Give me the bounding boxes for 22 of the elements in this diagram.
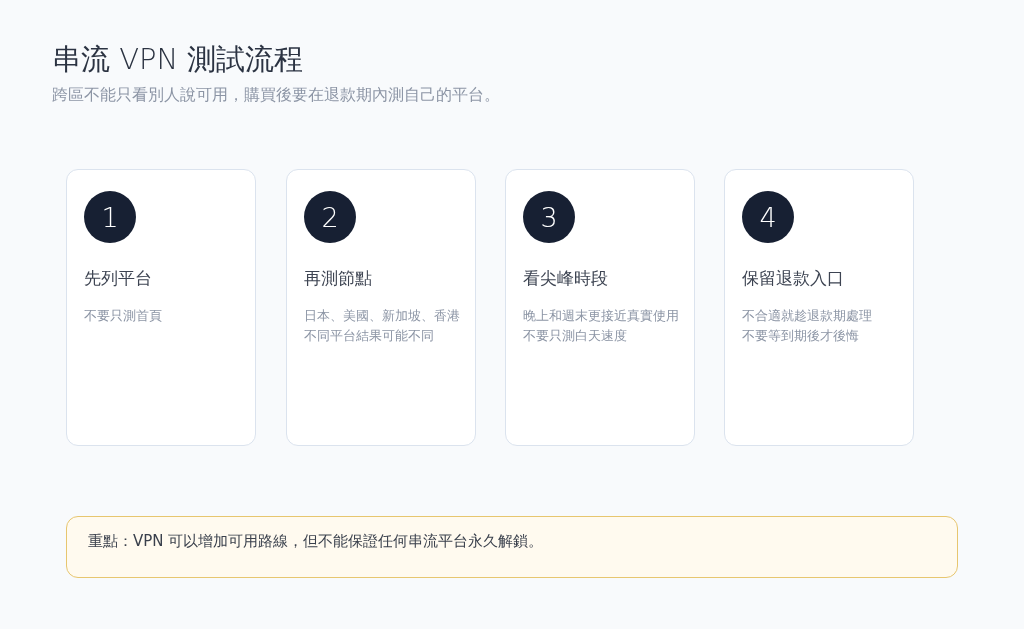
page-title: 串流 VPN 測試流程: [52, 41, 304, 78]
subtitle: 跨區不能只看別人說可用，購買後要在退款期內測自己的平台。: [52, 85, 500, 106]
note-callout: 重點：VPN 可以增加可用路線，但不能保證任何串流平台永久解鎖。: [66, 516, 958, 578]
step-number-circle: 4: [742, 191, 794, 243]
step-description: 晚上和週末更接近真實使用: [523, 307, 679, 325]
step-description: 不要等到期後才後悔: [742, 327, 859, 345]
step-card: [66, 169, 256, 446]
step-heading: 看尖峰時段: [523, 267, 608, 290]
step-heading: 先列平台: [84, 267, 152, 290]
step-description: 不要只測白天速度: [523, 327, 627, 345]
step-card: [724, 169, 914, 446]
step-number-circle: 2: [304, 191, 356, 243]
step-description: 日本、美國、新加坡、香港: [304, 307, 460, 325]
step-description: 不要只測首頁: [84, 307, 162, 325]
step-heading: 保留退款入口: [742, 267, 844, 290]
step-card: [286, 169, 476, 446]
step-number-circle: 1: [84, 191, 136, 243]
step-heading: 再測節點: [304, 267, 372, 290]
step-card: [505, 169, 695, 446]
step-number-circle: 3: [523, 191, 575, 243]
step-description: 不同平台結果可能不同: [304, 327, 434, 345]
step-description: 不合適就趁退款期處理: [742, 307, 872, 325]
